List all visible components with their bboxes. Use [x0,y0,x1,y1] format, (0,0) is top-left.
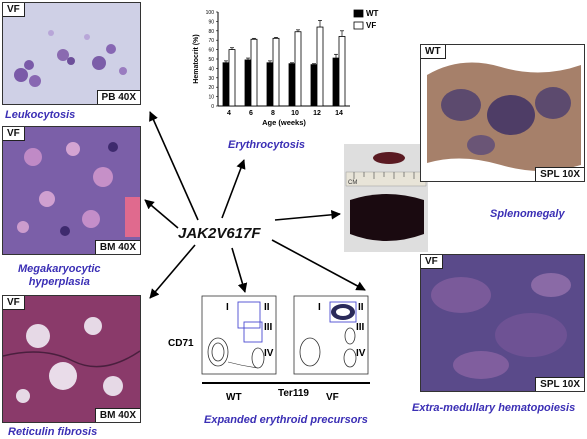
spl-vf-image-panel: VF SPL 10X [420,254,585,392]
bar-vf [250,38,258,107]
megakaryocytic-caption: Megakaryocytic hyperplasia [18,263,101,289]
spl-vf-illustration [421,255,584,391]
spleen-illustration: CM [344,144,428,252]
gate-wt-i: I [226,302,229,313]
y-tick-label: 100 [206,10,215,16]
bm-tag-top: VF [3,127,25,141]
y-tick-label: 90 [208,19,214,25]
x-tick-label: 12 [313,110,321,117]
center-label: JAK2V617F [178,225,261,242]
y-tick-label: 80 [208,29,214,35]
gate-vf-iii: III [356,322,365,333]
y-tick-label: 20 [208,85,214,91]
bar-wt [222,62,230,107]
arrow-to-megakaryocytic [144,199,179,229]
reticulin-tag-top: VF [3,296,25,310]
y-tick-label: 60 [208,48,214,54]
flow-ylabel: CD71 [168,338,194,349]
spl-vf-tag-bottom: SPL 10X [535,377,584,391]
spl-vf-tag-top: VF [421,255,443,269]
gate-vf-i: I [318,302,321,313]
y-tick-label: 30 [208,76,214,82]
flow-plot-wt [201,295,277,375]
reticulin-image-panel: VF BM 40X [2,295,141,423]
reticulin-caption: Reticulin fibrosis [8,426,98,438]
bar-vf [228,49,236,107]
arrow-to-erythrocytosis [221,159,246,219]
bar-wt [310,64,318,107]
bm-image-panel: VF BM 40X [2,126,141,255]
y-tick-label: 10 [208,95,214,101]
spleen-photo-panel: CM [344,144,428,252]
reticulin-tag-bottom: BM 40X [94,408,140,422]
arrow-to-flow [231,247,248,293]
flow-cytometry-figure: CD71 I II III IV I II III IV WT Ter119 V… [168,292,398,410]
splenomegaly-caption: Splenomegaly [490,208,565,220]
x-tick-label: 8 [271,110,275,117]
x-tick-label: 10 [291,110,299,117]
emh-caption: Extra-medullary hematopoiesis [412,402,576,414]
gate-vf-iv: IV [356,348,366,359]
legend-label-wt: WT [366,9,379,18]
spl-wt-image-panel: WT SPL 10X [420,44,585,182]
x-tick-label: 4 [227,110,231,117]
flow-plots [201,295,369,375]
y-tick-label: 0 [211,104,214,110]
pb-tag-bottom: PB 40X [96,90,140,104]
y-axis-label: Hematocrit (%) [193,34,200,83]
erythrocytosis-caption: Erythrocytosis [228,139,306,151]
legend-swatch-vf [353,21,364,30]
y-tick-label: 40 [208,66,214,72]
flow-label-wt: WT [226,392,242,403]
bar-vf [316,26,324,107]
bm-cells-illustration [3,127,140,254]
megakaryocytic-caption-line1: Megakaryocytic [18,263,101,275]
pb-tag-top: VF [3,3,25,17]
bar-wt [244,59,252,107]
bar-wt [332,57,340,107]
spl-wt-tag-top: WT [421,45,446,59]
arrow-to-reticulin [149,244,196,299]
bm-tag-bottom: BM 40X [94,240,140,254]
reticulin-illustration [3,296,140,422]
flow-xlabel: Ter119 [278,388,309,399]
gate-vf-ii: II [358,302,364,313]
ruler-cm-label: CM [348,180,357,186]
gate-wt-iii: III [264,322,273,333]
arrow-to-leukocytosis [149,111,199,221]
bar-vf [338,36,346,107]
bar-vf [272,37,280,107]
legend-swatch-wt [353,9,364,18]
spl-wt-illustration [421,45,584,181]
x-axis-label: Age (weeks) [262,118,306,127]
flow-axis-line [202,382,370,384]
y-tick-label: 70 [208,38,214,44]
bar-wt [266,62,274,107]
gate-wt-iv: IV [264,348,274,359]
flow-label-vf: VF [326,392,339,403]
arrow-to-splenomegaly [274,210,341,221]
pb-cells-illustration [3,3,140,104]
x-tick-label: 14 [335,110,343,117]
bar-vf [294,31,302,107]
legend-label-vf: VF [366,21,376,30]
gate-wt-ii: II [264,302,270,313]
megakaryocytic-caption-line2: hyperplasia [28,276,90,288]
x-tick-label: 6 [249,110,253,117]
bar-wt [288,63,296,107]
pb-image-panel: VF PB 40X [2,2,141,105]
arrow-to-spl-vf [271,239,366,291]
flow-caption: Expanded erythroid precursors [204,414,368,426]
spl-wt-tag-bottom: SPL 10X [535,167,584,181]
y-tick-label: 50 [208,57,214,63]
flow-plot-vf [293,295,369,375]
leukocytosis-caption: Leukocytosis [5,109,76,121]
